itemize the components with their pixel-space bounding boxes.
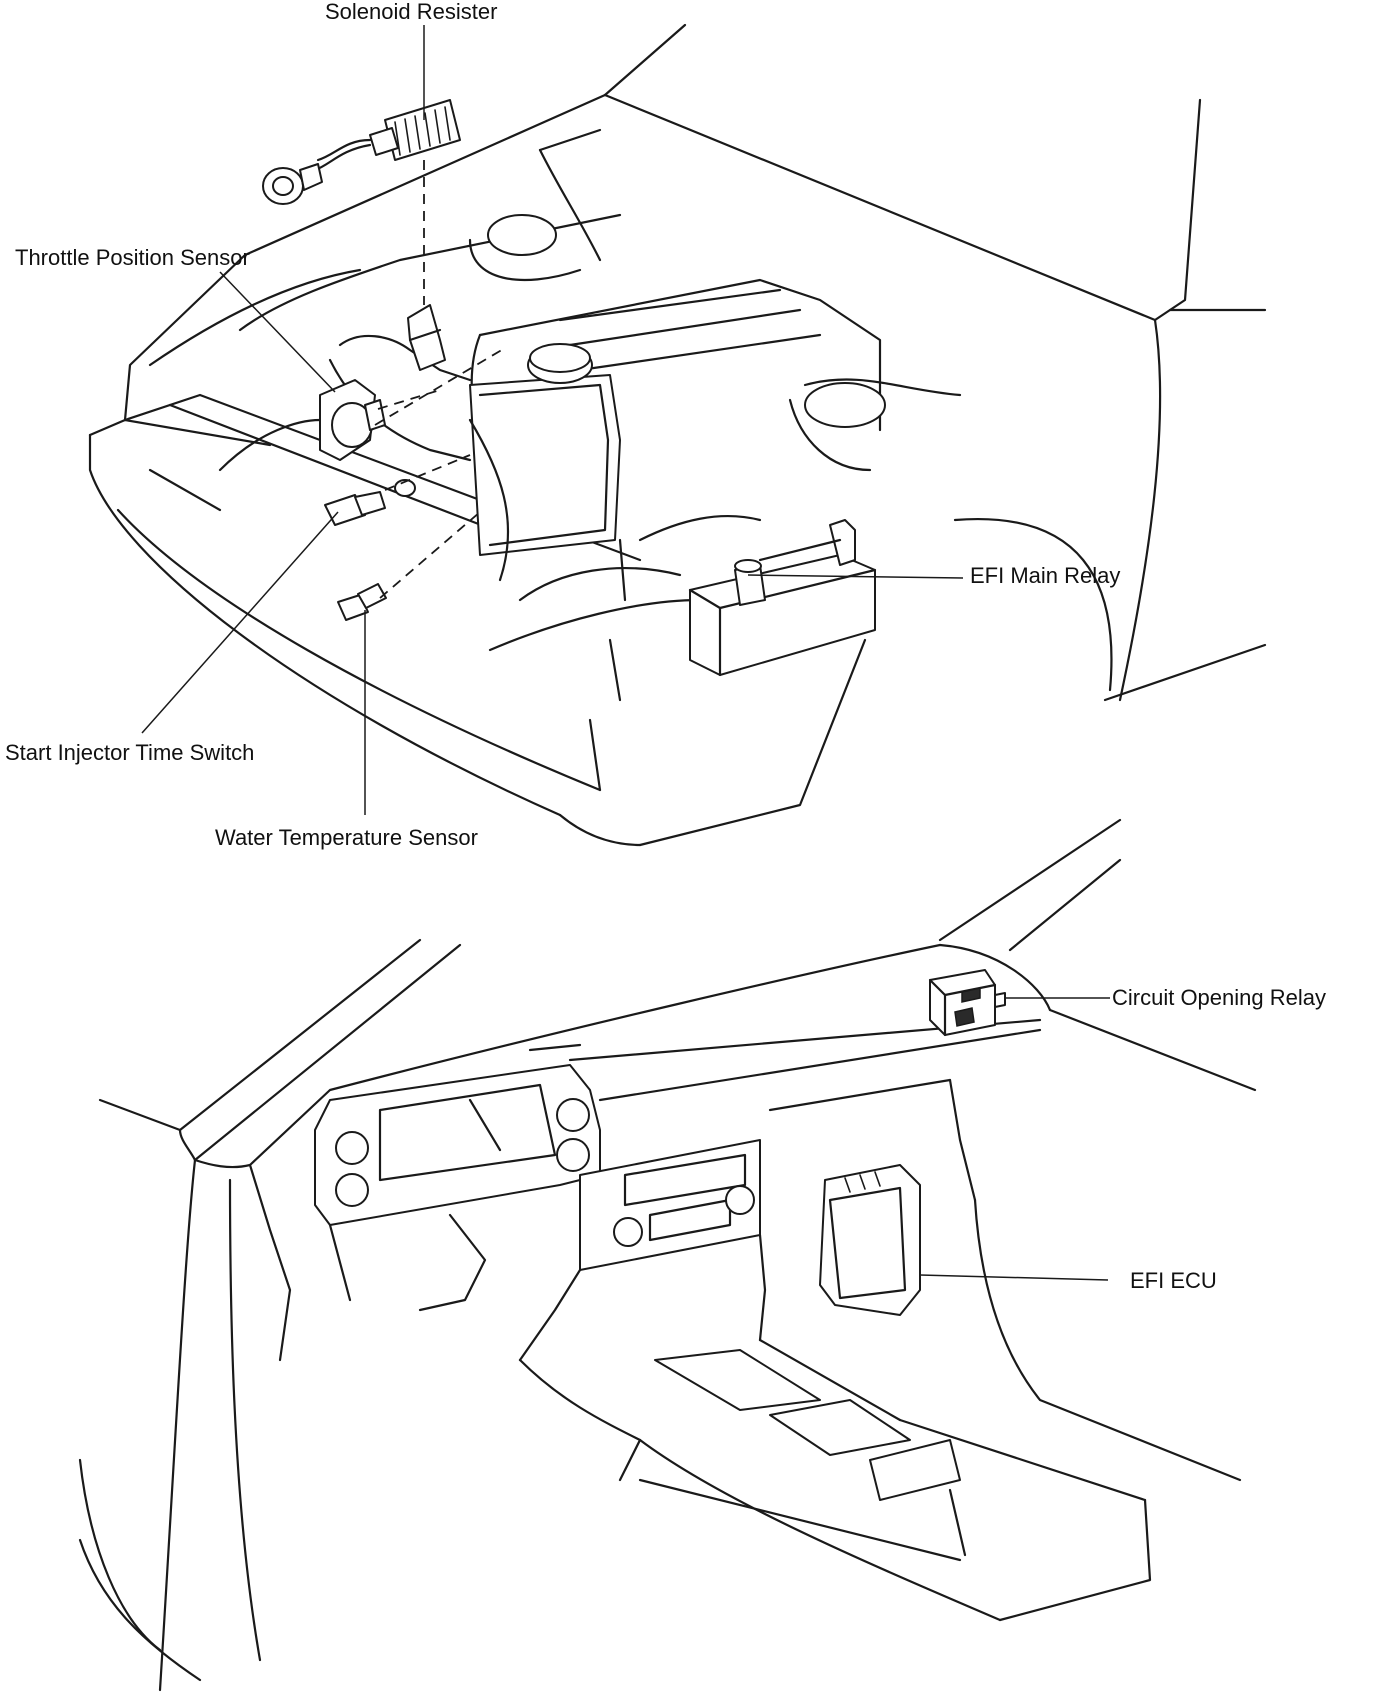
- dashboard-illustration: [78, 818, 1257, 1692]
- bottom-leader-lines: [919, 997, 1110, 1281]
- label-efi-ecu: EFI ECU: [1130, 1268, 1217, 1293]
- top-leader-lines: [141, 25, 964, 815]
- label-start-injector-time-switch: Start Injector Time Switch: [5, 740, 254, 765]
- label-circuit-opening-relay: Circuit Opening Relay: [1112, 985, 1326, 1010]
- label-water-temperature-sensor: Water Temperature Sensor: [215, 825, 478, 850]
- label-solenoid-resister: Solenoid Resister: [325, 0, 497, 24]
- engine-compartment-illustration: [88, 23, 1267, 847]
- label-throttle-position-sensor: Throttle Position Sensor: [15, 245, 250, 270]
- label-efi-main-relay: EFI Main Relay: [970, 563, 1120, 588]
